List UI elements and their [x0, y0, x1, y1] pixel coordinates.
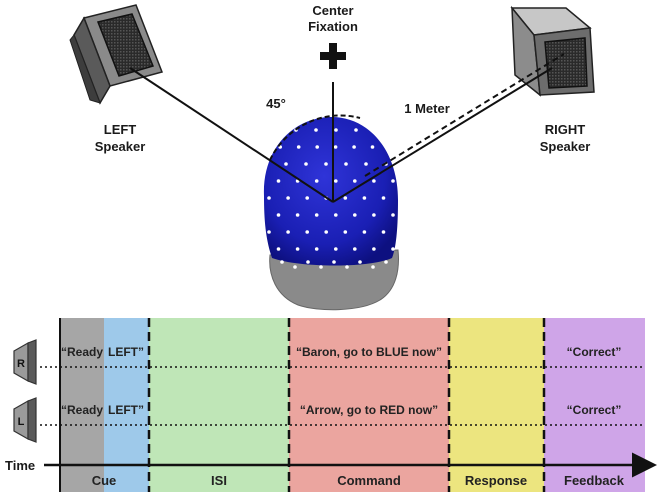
- right-speaker-line: [332, 67, 553, 203]
- electrode-dot: [381, 196, 386, 200]
- electrode-dot: [353, 247, 357, 251]
- left-speaker-icon: [69, 4, 164, 105]
- left-speaker-label-line1: LEFT: [104, 122, 137, 137]
- electrode-dot: [315, 145, 320, 149]
- electrode-dot: [362, 230, 367, 234]
- electrode-dot: [391, 213, 395, 217]
- electrode-dot: [334, 179, 338, 183]
- electrode-dot: [334, 247, 338, 251]
- electrode-dot: [286, 230, 290, 234]
- right-channel-letter: R: [17, 358, 25, 370]
- electrode-dot: [358, 260, 362, 264]
- electrode-dot: [296, 145, 301, 149]
- electrode-dot: [276, 247, 281, 251]
- phase-band-feedback: [544, 318, 645, 492]
- electrode-dot: [314, 128, 318, 132]
- electrode-dot: [343, 196, 348, 200]
- phase-band-cue: [104, 318, 149, 492]
- electrode-dot: [267, 196, 271, 200]
- right-speaker-label-line1: RIGHT: [545, 122, 586, 137]
- electrode-dot: [324, 230, 329, 234]
- fixation-cross-icon: [320, 43, 346, 69]
- electrode-dot: [284, 162, 288, 166]
- row-left-command-text: “Arrow, go to RED now”: [300, 403, 438, 417]
- electrode-dot: [295, 213, 300, 217]
- electrode-dot: [314, 247, 319, 251]
- electrode-dot: [264, 162, 268, 166]
- electrode-dot: [384, 260, 388, 264]
- fixation-label-line2: Fixation: [308, 19, 358, 34]
- left-speaker-label-line2: Speaker: [95, 139, 146, 154]
- electrode-dot: [343, 230, 348, 234]
- electrode-dot: [354, 128, 358, 132]
- electrode-dot: [389, 145, 393, 149]
- row-right-feedback-text: “Correct”: [567, 345, 622, 359]
- time-axis-label: Time: [5, 458, 35, 473]
- electrode-dot: [370, 145, 375, 149]
- electrode-dot: [293, 265, 297, 269]
- phase-band-command: [289, 318, 449, 492]
- row-right-command-text: “Baron, go to BLUE now”: [296, 345, 442, 359]
- phase-band-response: [449, 318, 544, 492]
- fixation-label-line1: Center: [312, 3, 353, 18]
- electrode-dot: [372, 247, 376, 251]
- phase-label-command: Command: [337, 473, 401, 488]
- electrode-dot: [333, 145, 338, 149]
- phase-label-cue: Cue: [92, 473, 117, 488]
- electrode-dot: [345, 265, 349, 269]
- trial-timeline: R L “Ready LEFT” “Baron, go to BLUE now”…: [5, 318, 657, 492]
- phase-label-feedback: Feedback: [564, 473, 625, 488]
- electrode-dot: [391, 179, 395, 183]
- phase-label-response: Response: [465, 473, 527, 488]
- distance-label: 1 Meter: [404, 101, 450, 116]
- angle-label: 45°: [266, 96, 286, 111]
- electrode-dot: [372, 213, 376, 217]
- electrode-dot: [295, 247, 300, 251]
- electrode-dot: [286, 196, 290, 200]
- electrode-dot: [353, 213, 357, 217]
- electrode-dot: [364, 162, 368, 166]
- row-right-ready-text: “Ready: [61, 345, 103, 359]
- head-eeg-cap-icon: [263, 116, 399, 311]
- electrode-dot: [334, 128, 338, 132]
- electrode-dot: [334, 213, 338, 217]
- phase-label-isi: ISI: [211, 473, 227, 488]
- pre-cue-band: [60, 318, 104, 492]
- electrode-dot: [276, 179, 281, 183]
- right-speaker-icon: [510, 5, 595, 97]
- row-left-ready-text: “Ready: [61, 403, 103, 417]
- left-channel-letter: L: [18, 416, 25, 428]
- right-channel-speaker-icon: R: [13, 339, 37, 385]
- electrode-dot: [344, 162, 348, 166]
- phase-band-isi: [149, 318, 289, 492]
- electrode-dot: [362, 196, 367, 200]
- electrode-dot: [391, 247, 395, 251]
- left-speaker-line: [129, 67, 334, 203]
- row-left-cue-text: LEFT”: [108, 403, 144, 417]
- electrode-dot: [371, 265, 375, 269]
- electrode-dot: [381, 230, 386, 234]
- electrode-dot: [267, 230, 271, 234]
- electrode-dot: [314, 179, 319, 183]
- electrode-dot: [305, 196, 310, 200]
- electrode-dot: [372, 179, 376, 183]
- electrode-dot: [352, 145, 356, 149]
- left-channel-speaker-icon: L: [13, 397, 37, 443]
- electrode-dot: [319, 265, 323, 269]
- electrode-dot: [280, 260, 284, 264]
- electrode-dot: [305, 230, 310, 234]
- row-left-feedback-text: “Correct”: [567, 403, 622, 417]
- electrode-dot: [276, 213, 281, 217]
- electrode-dot: [304, 162, 308, 166]
- electrode-dot: [306, 260, 310, 264]
- row-right-cue-text: LEFT”: [108, 345, 144, 359]
- right-speaker-label-line2: Speaker: [540, 139, 591, 154]
- electrode-dot: [332, 260, 336, 264]
- electrode-dot: [314, 213, 319, 217]
- electrode-dot: [324, 162, 328, 166]
- distance-dashed-line: [364, 53, 565, 177]
- electrode-dot: [353, 179, 357, 183]
